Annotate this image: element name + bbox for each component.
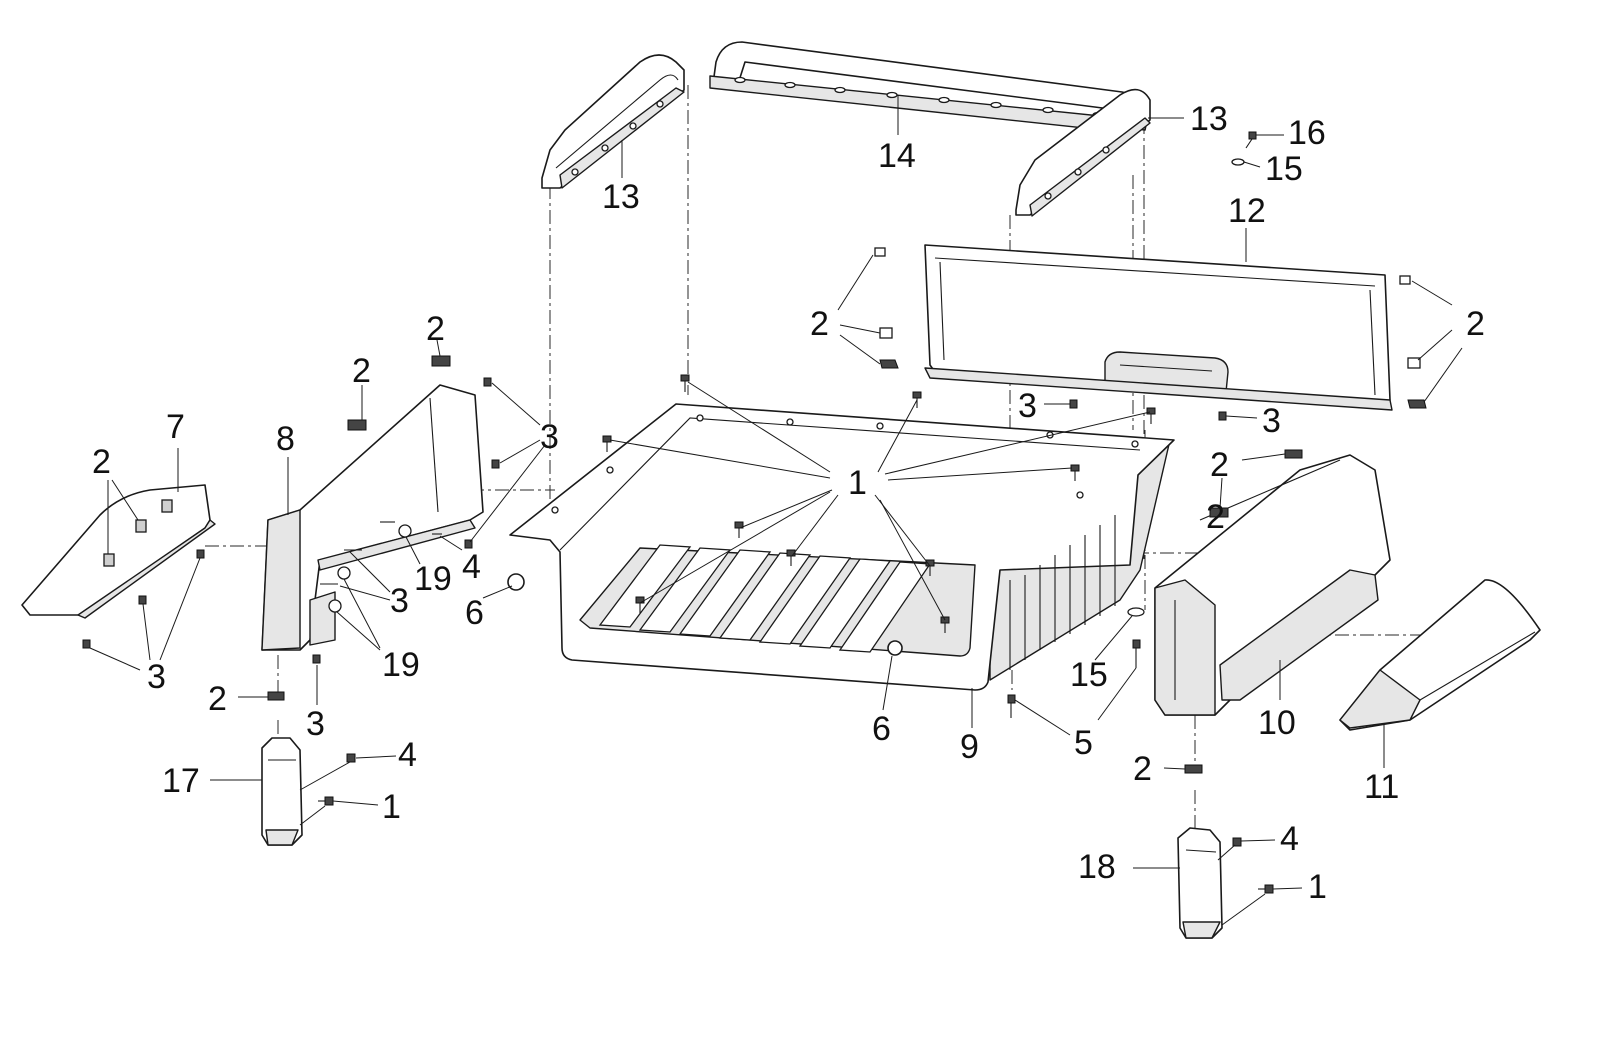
callout-2-tailgate-right: 2 [1466,305,1485,343]
bed-rim-holes [551,414,1139,514]
rail-right [1015,88,1151,217]
callout-15-lower: 15 [1070,656,1108,694]
left-side-panel [261,384,484,651]
rail-top-holes [734,76,1104,119]
callout-19-upper: 19 [414,560,452,598]
callout-5: 5 [1074,724,1093,762]
tailgate-panel [924,244,1393,411]
callout-4-lower-left: 4 [398,736,417,774]
cargo-bed [509,403,1175,691]
callout-13-left: 13 [602,178,640,216]
callout-17: 17 [162,762,200,800]
callout-4-left-panel: 4 [462,548,481,586]
callout-2-corner-cap: 2 [92,443,111,481]
screws-3 [82,377,1227,664]
callout-3-corner-cap: 3 [147,658,166,696]
callout-10: 10 [1258,704,1296,742]
callout-8: 8 [276,420,295,458]
callout-2-right-panel-lower: 2 [1206,498,1225,536]
callout-13-right: 13 [1190,100,1228,138]
rail-top [709,41,1148,133]
callout-18: 18 [1078,848,1116,886]
callout-14: 14 [878,137,916,175]
callout-2-left-panel: 2 [352,352,371,390]
left-tail-light [261,737,303,846]
bed-ribs [598,544,932,653]
right-fender-cap [1339,579,1541,731]
callout-2-tailgate-left: 2 [810,305,829,343]
callout-6-bed: 6 [872,710,891,748]
callout-3-tailgate-left: 3 [1018,387,1037,425]
callout-2-lower-left: 2 [208,680,227,718]
left-corner-cap [21,484,216,619]
right-tail-light [1177,827,1223,939]
callout-3-tailgate-right: 3 [1262,402,1281,440]
callout-16: 16 [1288,114,1326,152]
callout-2-right-panel: 2 [1210,446,1229,484]
callout-1-bed: 1 [848,464,867,502]
callout-2-lower-right: 2 [1133,750,1152,788]
callout-3-left-panel-lower: 3 [390,582,409,620]
callout-4-lower-right: 4 [1280,820,1299,858]
callout-11: 11 [1364,768,1399,806]
right-side-panel [1154,454,1391,716]
callout-1-lower-left: 1 [382,788,401,826]
callout-6-left: 6 [465,594,484,632]
callout-12: 12 [1228,192,1266,230]
callout-3-left-panel: 3 [540,418,559,456]
callout-15-top: 15 [1265,150,1303,188]
callout-2-left-panel-top: 2 [426,310,445,348]
rail-left [541,54,685,189]
callout-19-lower: 19 [382,646,420,684]
callout-3-lower-left: 3 [306,705,325,743]
callout-9: 9 [960,728,979,766]
callout-labels: 13 14 13 16 15 12 2 2 2 2 2 3 3 3 7 8 2 … [92,100,1485,906]
bed-side-ribs [1009,515,1116,670]
leader-lines [89,95,1463,926]
callout-7: 7 [166,408,185,446]
callout-1-lower-right: 1 [1308,868,1327,906]
hardware [82,131,1427,894]
